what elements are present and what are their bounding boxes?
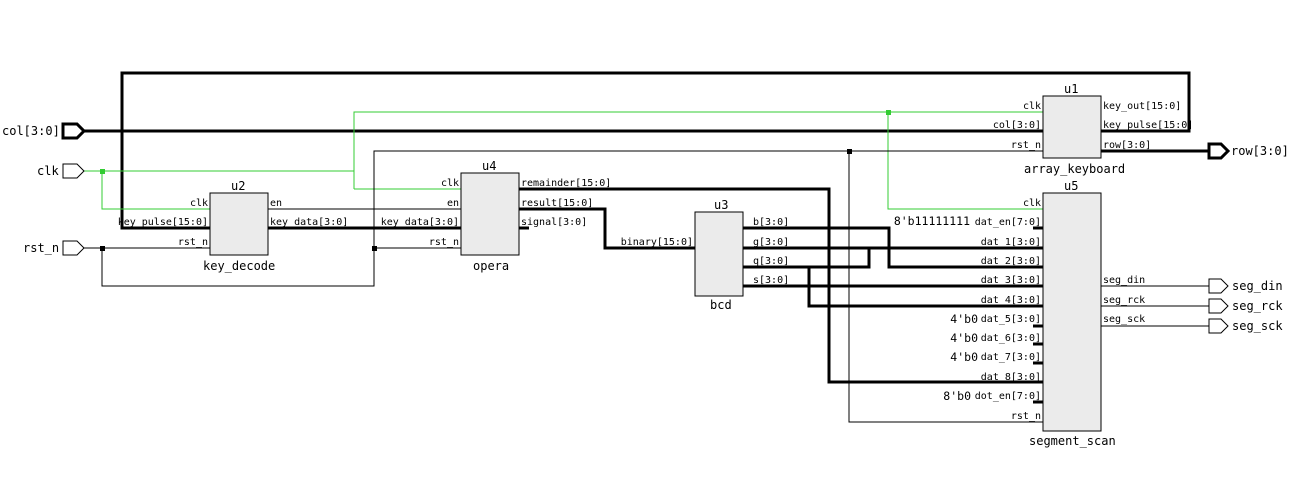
pin-label: dat_1[3:0]	[981, 237, 1041, 248]
pin-label: col[3:0]	[993, 120, 1041, 131]
pin-label: signal[3:0]	[521, 217, 587, 228]
port-label: col[3:0]	[2, 124, 60, 138]
module-name: segment_scan	[1029, 434, 1116, 448]
pin-label: s[3:0]	[753, 275, 789, 286]
pin-label: dat_8[3:0]	[981, 372, 1041, 383]
port-clk[interactable]: clk	[37, 163, 85, 179]
pin-label: en	[270, 198, 282, 209]
module-name: key_decode	[203, 259, 275, 273]
pin-label: rst_n	[1011, 140, 1041, 151]
block-u3-bcd[interactable]: u3 bcd binary[15:0] b[3:0] g[3:0] q[3:0]…	[621, 198, 789, 312]
pin-label: clk	[441, 178, 459, 189]
pin-label: seg_din	[1103, 275, 1145, 286]
instance-name: u3	[714, 198, 728, 212]
pin-label: clk	[190, 198, 208, 209]
instance-name: u2	[231, 179, 245, 193]
pin-label: key_pulse[15:0]	[118, 217, 208, 228]
port-rst-n[interactable]: rst_n	[23, 240, 85, 256]
pin-label: dat_2[3:0]	[981, 256, 1041, 267]
pin-label: dat_7[3:0]	[981, 352, 1041, 363]
pin-label: dot_en[7:0]	[975, 391, 1041, 402]
block-u4-opera[interactable]: u4 opera clk en key_data[3:0] rst_n rema…	[381, 159, 612, 273]
pin-label: seg_rck	[1103, 295, 1145, 306]
pin-label: clk	[1023, 198, 1041, 209]
net-q-to-dat4	[789, 265, 1043, 308]
pin-label: dat_4[3:0]	[981, 295, 1041, 306]
constant-value: 4'b0	[950, 312, 978, 326]
constant-value: 8'b0	[943, 389, 971, 403]
pin-label: dat_5[3:0]	[981, 314, 1041, 325]
junction-dot	[100, 246, 105, 251]
pin-label: seg_sck	[1103, 314, 1145, 325]
pin-label: g[3:0]	[753, 237, 789, 248]
pin-label: clk	[1023, 101, 1041, 112]
constant-value: 8'b11111111	[894, 214, 970, 228]
pin-label: dat_6[3:0]	[981, 333, 1041, 344]
pin-label: en	[447, 198, 459, 209]
junction-dot	[372, 246, 377, 251]
port-label: clk	[37, 164, 59, 178]
pin-label: row[3:0]	[1103, 140, 1151, 151]
net-clk	[84, 111, 1043, 210]
pin-label: dat_en[7:0]	[975, 217, 1041, 228]
pin-label: key_pulse[15:0]	[1103, 120, 1193, 131]
output-port-icon	[1208, 298, 1229, 314]
pin-label: key_out[15:0]	[1103, 101, 1181, 112]
instance-name: u1	[1064, 82, 1078, 96]
port-label: row[3:0]	[1231, 144, 1289, 158]
port-label: seg_sck	[1232, 319, 1283, 333]
instance-name: u4	[482, 159, 496, 173]
pin-label: rst_n	[178, 237, 208, 248]
constant-value: 4'b0	[950, 331, 978, 345]
port-label: seg_rck	[1232, 299, 1283, 313]
output-port-icon	[1207, 142, 1231, 160]
input-port-icon	[62, 240, 85, 256]
net-result	[519, 207, 695, 250]
pin-label: remainder[15:0]	[521, 178, 611, 189]
pin-label: rst_n	[429, 237, 459, 248]
instance-name: u5	[1064, 179, 1078, 193]
wires	[84, 71, 1209, 423]
block-u5-segment-scan[interactable]: u5 segment_scan clk dat_en[7:0] dat_1[3:…	[894, 179, 1145, 448]
junction-dot	[100, 169, 105, 174]
port-seg-rck[interactable]: seg_rck	[1208, 298, 1283, 314]
junction-dot	[886, 110, 891, 115]
junction-dot	[847, 149, 852, 154]
pin-label: result[15:0]	[521, 198, 593, 209]
net-key-pulse	[120, 71, 1191, 230]
module-name: bcd	[710, 298, 732, 312]
module-name: opera	[473, 259, 509, 273]
output-port-icon	[1208, 278, 1229, 294]
port-col[interactable]: col[3:0]	[2, 122, 87, 140]
port-label: seg_din	[1232, 279, 1283, 293]
net-rst-n	[84, 150, 1043, 423]
input-port-icon	[62, 163, 85, 179]
net-g	[743, 246, 1043, 267]
module-name: array_keyboard	[1024, 162, 1125, 176]
port-seg-sck[interactable]: seg_sck	[1208, 318, 1283, 334]
block-u1-array-keyboard[interactable]: u1 array_keyboard clk col[3:0] rst_n key…	[993, 82, 1193, 176]
constant-value: 4'b0	[950, 350, 978, 364]
input-port-icon	[61, 122, 87, 140]
pin-label: q[3:0]	[753, 256, 789, 267]
block-u2-key-decode[interactable]: u2 key_decode clk key_pulse[15:0] rst_n …	[118, 179, 349, 273]
pin-label: b[3:0]	[753, 217, 789, 228]
port-seg-din[interactable]: seg_din	[1208, 278, 1283, 294]
pin-label: key_data[3:0]	[270, 217, 348, 228]
pin-label: key_data[3:0]	[381, 217, 459, 228]
pin-label: rst_n	[1011, 411, 1041, 422]
pin-label: dat_3[3:0]	[981, 275, 1041, 286]
pin-label: binary[15:0]	[621, 237, 693, 248]
output-port-icon	[1208, 318, 1229, 334]
port-label: rst_n	[23, 241, 59, 255]
net-q	[743, 248, 871, 269]
port-row[interactable]: row[3:0]	[1207, 142, 1289, 160]
